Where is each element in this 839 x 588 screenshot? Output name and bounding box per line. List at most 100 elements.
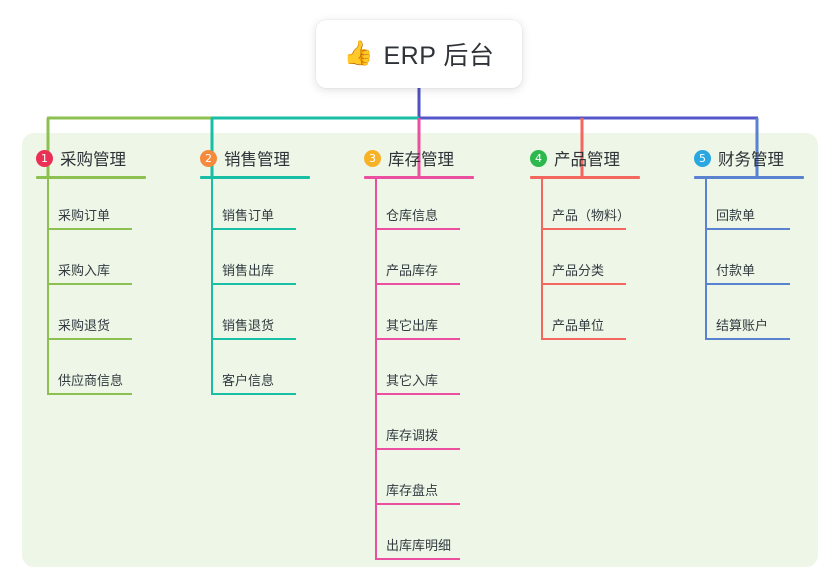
submenu-item[interactable]: 仓库信息 (350, 179, 518, 234)
submenu-list: 采购订单采购入库采购退货供应商信息 (22, 179, 190, 399)
submenu-item[interactable]: 产品分类 (516, 234, 684, 289)
submenu-item-label: 出库库明细 (386, 538, 452, 553)
submenu-spine (211, 179, 213, 395)
submenu-spine (541, 179, 543, 340)
category-number-badge: 5 (694, 149, 711, 167)
submenu-item-underline (375, 283, 460, 285)
submenu-item-label: 客户信息 (222, 373, 275, 388)
category-label: 库存管理 (388, 151, 454, 169)
submenu-item-underline (47, 393, 132, 395)
category-header-3[interactable]: 3 库存管理 (350, 140, 518, 179)
submenu-item-underline (375, 503, 460, 505)
submenu-item[interactable]: 产品库存 (350, 234, 518, 289)
submenu-item-underline (47, 283, 132, 285)
submenu-list: 产品（物料） 产品分类产品单位 (516, 179, 684, 344)
category-label: 产品管理 (554, 151, 620, 169)
root-node[interactable]: 👍 ERP 后台 (316, 20, 522, 88)
submenu-spine (375, 179, 377, 560)
submenu-item-underline (211, 393, 296, 395)
category-header-1[interactable]: 1 采购管理 (22, 140, 190, 179)
submenu-item-label: 销售退货 (222, 318, 275, 333)
submenu-item[interactable]: 产品单位 (516, 289, 684, 344)
category-column-1: 1 采购管理采购订单采购入库采购退货供应商信息 (22, 140, 190, 399)
category-header-4[interactable]: 4 产品管理 (516, 140, 684, 179)
submenu-item-label: 销售出库 (222, 263, 275, 278)
submenu-spine (705, 179, 707, 340)
category-label: 销售管理 (224, 151, 290, 169)
submenu-item[interactable]: 采购入库 (22, 234, 190, 289)
submenu-item-underline (375, 338, 460, 340)
submenu-item[interactable]: 产品（物料） (516, 179, 684, 234)
submenu-item-underline (541, 338, 626, 340)
submenu-item-underline (705, 338, 790, 340)
submenu-list: 仓库信息产品库存其它出库其它入库库存调拨库存盘点出库库明细 (350, 179, 518, 564)
category-number-badge: 2 (200, 149, 217, 167)
submenu-item[interactable]: 付款单 (680, 234, 839, 289)
category-column-4: 4 产品管理产品（物料） 产品分类产品单位 (516, 140, 684, 344)
root-node-content: 👍 ERP 后台 (344, 36, 495, 72)
category-number-badge: 3 (364, 149, 381, 167)
submenu-item-label: 其它出库 (386, 318, 439, 333)
diagram-panel (22, 133, 818, 567)
submenu-item-label: 库存调拨 (386, 428, 439, 443)
submenu-item-underline (375, 558, 460, 560)
submenu-item[interactable]: 库存盘点 (350, 454, 518, 509)
submenu-item-label: 销售订单 (222, 208, 275, 223)
category-number-badge: 1 (36, 149, 53, 167)
submenu-item[interactable]: 回款单 (680, 179, 839, 234)
category-column-3: 3 库存管理仓库信息产品库存其它出库其它入库库存调拨库存盘点出库库明细 (350, 140, 518, 564)
submenu-item-label: 采购退货 (58, 318, 111, 333)
submenu-item[interactable]: 销售出库 (186, 234, 354, 289)
submenu-item-label: 供应商信息 (58, 373, 124, 388)
submenu-item-underline (375, 393, 460, 395)
submenu-item-underline (705, 228, 790, 230)
submenu-item[interactable]: 供应商信息 (22, 344, 190, 399)
submenu-item-label: 回款单 (716, 208, 756, 223)
submenu-item[interactable]: 客户信息 (186, 344, 354, 399)
submenu-item[interactable]: 采购退货 (22, 289, 190, 344)
submenu-item-label: 其它入库 (386, 373, 439, 388)
category-underline (36, 176, 146, 179)
submenu-item-underline (705, 283, 790, 285)
submenu-item[interactable]: 采购订单 (22, 179, 190, 234)
submenu-item-label: 仓库信息 (386, 208, 439, 223)
category-label: 采购管理 (60, 151, 126, 169)
submenu-item-underline (211, 283, 296, 285)
category-underline (694, 176, 804, 179)
submenu-item-underline (211, 338, 296, 340)
submenu-item-label: 产品分类 (552, 263, 605, 278)
thumbs-up-icon: 👍 (343, 40, 374, 67)
submenu-item-underline (541, 283, 626, 285)
submenu-item-label: 结算账户 (716, 318, 769, 333)
submenu-item-underline (47, 228, 132, 230)
submenu-item[interactable]: 其它出库 (350, 289, 518, 344)
submenu-item[interactable]: 销售退货 (186, 289, 354, 344)
submenu-item[interactable]: 其它入库 (350, 344, 518, 399)
submenu-item-label: 产品库存 (386, 263, 439, 278)
submenu-item[interactable]: 出库库明细 (350, 509, 518, 564)
submenu-item-label: 产品单位 (552, 318, 605, 333)
submenu-item-underline (375, 228, 460, 230)
category-underline (364, 176, 474, 179)
submenu-item-underline (541, 228, 626, 230)
submenu-item[interactable]: 库存调拨 (350, 399, 518, 454)
submenu-item-label: 库存盘点 (386, 483, 439, 498)
submenu-item-label: 采购订单 (58, 208, 111, 223)
category-column-2: 2 销售管理销售订单销售出库销售退货客户信息 (186, 140, 354, 399)
submenu-item-underline (47, 338, 132, 340)
category-header-2[interactable]: 2 销售管理 (186, 140, 354, 179)
submenu-list: 回款单付款单结算账户 (680, 179, 839, 344)
category-underline (200, 176, 310, 179)
submenu-spine (47, 179, 49, 395)
submenu-item-label: 付款单 (716, 263, 756, 278)
submenu-item-underline (211, 228, 296, 230)
submenu-item-label: 采购入库 (58, 263, 111, 278)
submenu-item[interactable]: 销售订单 (186, 179, 354, 234)
submenu-item-underline (375, 448, 460, 450)
submenu-item[interactable]: 结算账户 (680, 289, 839, 344)
category-number-badge: 4 (530, 149, 547, 167)
submenu-item-label: 产品（物料） (552, 208, 631, 223)
category-underline (530, 176, 640, 179)
